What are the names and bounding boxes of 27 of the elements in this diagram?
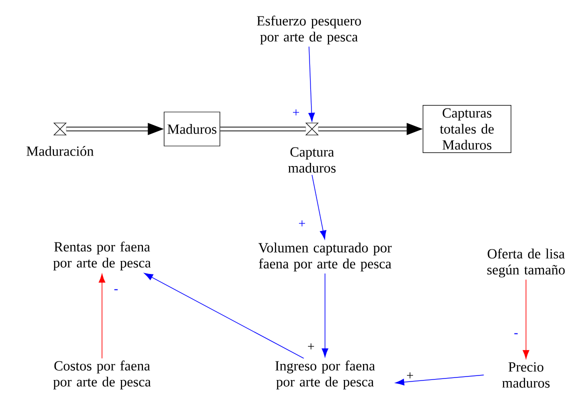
flow-pipe [220, 126, 306, 132]
flow-label: Maduración [26, 146, 94, 156]
arrow [98, 274, 106, 359]
polarity-sign: - [514, 333, 518, 334]
arrow [144, 272, 304, 359]
stock-box: Capturas totales de Maduros [422, 105, 512, 153]
polarity-sign: - [114, 289, 118, 290]
variable-label: Ingreso por faena por arte de pesca [275, 360, 375, 390]
valve-icon [305, 122, 319, 136]
variable-label: Volumen capturado por faena por arte de pesca [258, 242, 392, 272]
valve-icon [53, 122, 67, 136]
stock-box: Maduros [164, 112, 220, 146]
arrow [395, 374, 484, 386]
variable-label: Rentas por faena por arte de pesca [53, 242, 151, 270]
variable-label: Precio maduros [502, 362, 550, 388]
arrow [308, 46, 315, 122]
arrow [522, 279, 530, 359]
polarity-sign: + [406, 372, 414, 378]
polarity-sign: + [298, 220, 306, 226]
variable-label: Oferta de lisa según tamaño [487, 248, 565, 278]
arrow [322, 273, 328, 358]
variable-label: Costos por faena por arte de pesca [53, 360, 151, 390]
variable-label: Esfuerzo pesquero por arte de pesca [256, 16, 361, 44]
polarity-sign: + [308, 343, 314, 350]
polarity-sign: + [292, 109, 300, 116]
flow-label: Captura maduros [288, 147, 336, 173]
arrow [312, 174, 326, 240]
